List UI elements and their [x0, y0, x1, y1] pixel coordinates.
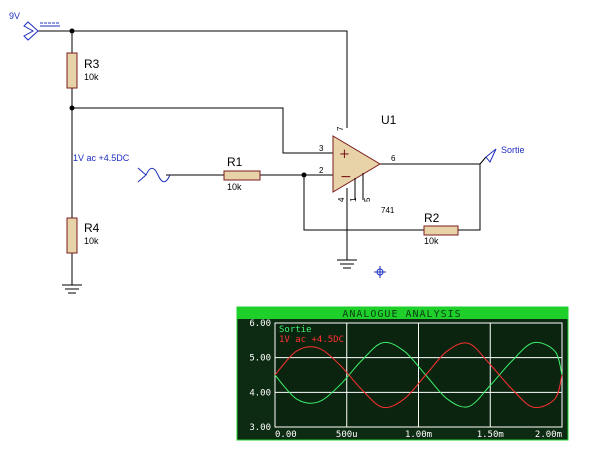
- legend-entry-sortie: Sortie: [279, 325, 312, 335]
- source-label: 1V ac +4.5DC: [73, 153, 130, 163]
- resistor-r3-value: 10k: [84, 72, 99, 82]
- ac-source[interactable]: 1V ac +4.5DC: [73, 153, 171, 183]
- resistor-r2[interactable]: R2 10k: [423, 211, 459, 246]
- wire-top-rail: [72, 30, 348, 128]
- opamp-u1[interactable]: + − U1 741 3 2 6 7 4 1 5: [319, 113, 397, 215]
- pin-label-in-minus: 2: [319, 166, 324, 175]
- x-tick-label: 2.00m: [535, 430, 562, 440]
- opamp-body: [332, 135, 381, 193]
- analysis-graph[interactable]: ANALOGUE ANALYSIS 6.00 5.00 4.00 3.00 0.00 50…: [236, 306, 569, 441]
- resistor-r4-name: R4: [84, 221, 100, 235]
- pin-label-offset-a: 1: [349, 197, 358, 202]
- wire-mid-to-plus: [72, 107, 333, 154]
- graph-title: ANALOGUE ANALYSIS: [342, 309, 461, 320]
- resistor-r2-name: R2: [424, 211, 440, 225]
- graph-ticks: 6.00 5.00 4.00 3.00 0.00 500u 1.00m 1.50m 2.00m: [249, 319, 562, 440]
- output-arrow-icon: [485, 148, 497, 163]
- junction-dot: [69, 105, 75, 111]
- resistor-r1-name: R1: [227, 155, 243, 169]
- pin-label-vminus: 4: [337, 197, 346, 202]
- wires: [38, 30, 487, 285]
- x-tick-label: 500u: [336, 430, 358, 440]
- x-tick-label: 0.00: [275, 430, 297, 440]
- x-tick-label: 1.00m: [405, 430, 432, 440]
- y-tick-label: 5.00: [249, 354, 271, 364]
- source-arrow-icon: [137, 167, 147, 183]
- wire-r2-to-out: [458, 164, 481, 231]
- ground-left: [62, 284, 82, 294]
- crosshair-icon: [374, 266, 386, 278]
- resistor-r3-body: [66, 52, 78, 89]
- resistor-r3-name: R3: [84, 57, 100, 71]
- graph-legend: Sortie 1V ac +4.5DC: [279, 325, 344, 345]
- supply-terminal[interactable]: 9V: [9, 11, 60, 41]
- resistor-r4[interactable]: R4 10k: [66, 217, 100, 254]
- pin-label-in-plus: 3: [319, 144, 324, 153]
- resistor-r4-body: [66, 217, 78, 254]
- x-tick-label: 1.50m: [477, 430, 504, 440]
- graph-series: [274, 341, 563, 409]
- wire-out-to-probe: [479, 156, 487, 165]
- series-line-source: [274, 342, 563, 409]
- y-tick-label: 3.00: [249, 423, 271, 433]
- resistor-r1-value: 10k: [227, 182, 242, 192]
- resistor-r3[interactable]: R3 10k: [66, 52, 100, 89]
- ground-opamp: [337, 259, 357, 269]
- graph-header: [237, 307, 568, 319]
- junction-dot: [69, 28, 75, 34]
- output-terminal[interactable]: Sortie: [485, 145, 525, 163]
- supply-arrow-icon: [23, 21, 39, 41]
- output-label: Sortie: [501, 145, 525, 155]
- y-tick-label: 6.00: [249, 319, 271, 329]
- junction-dot: [301, 172, 307, 178]
- resistor-r1[interactable]: R1 10k: [223, 155, 261, 192]
- resistor-r2-body: [423, 225, 459, 236]
- pin-label-vplus: 7: [336, 126, 345, 131]
- resistor-r2-value: 10k: [424, 236, 439, 246]
- wire-feedback-left: [303, 175, 424, 231]
- opamp-plus-sign: +: [339, 147, 350, 162]
- junctions: [69, 28, 307, 178]
- pin-label-out: 6: [391, 154, 396, 163]
- resistor-r4-value: 10k: [84, 236, 99, 246]
- y-tick-label: 4.00: [249, 388, 271, 398]
- opamp-model: 741: [381, 206, 395, 215]
- sine-wave-icon: [145, 167, 171, 183]
- supply-label: 9V: [9, 11, 20, 21]
- legend-entry-source: 1V ac +4.5DC: [279, 335, 344, 345]
- resistor-r1-body: [223, 170, 261, 181]
- opamp-name: U1: [381, 113, 397, 127]
- opamp-minus-sign: −: [340, 169, 352, 185]
- pin-label-offset-b: 5: [363, 197, 372, 202]
